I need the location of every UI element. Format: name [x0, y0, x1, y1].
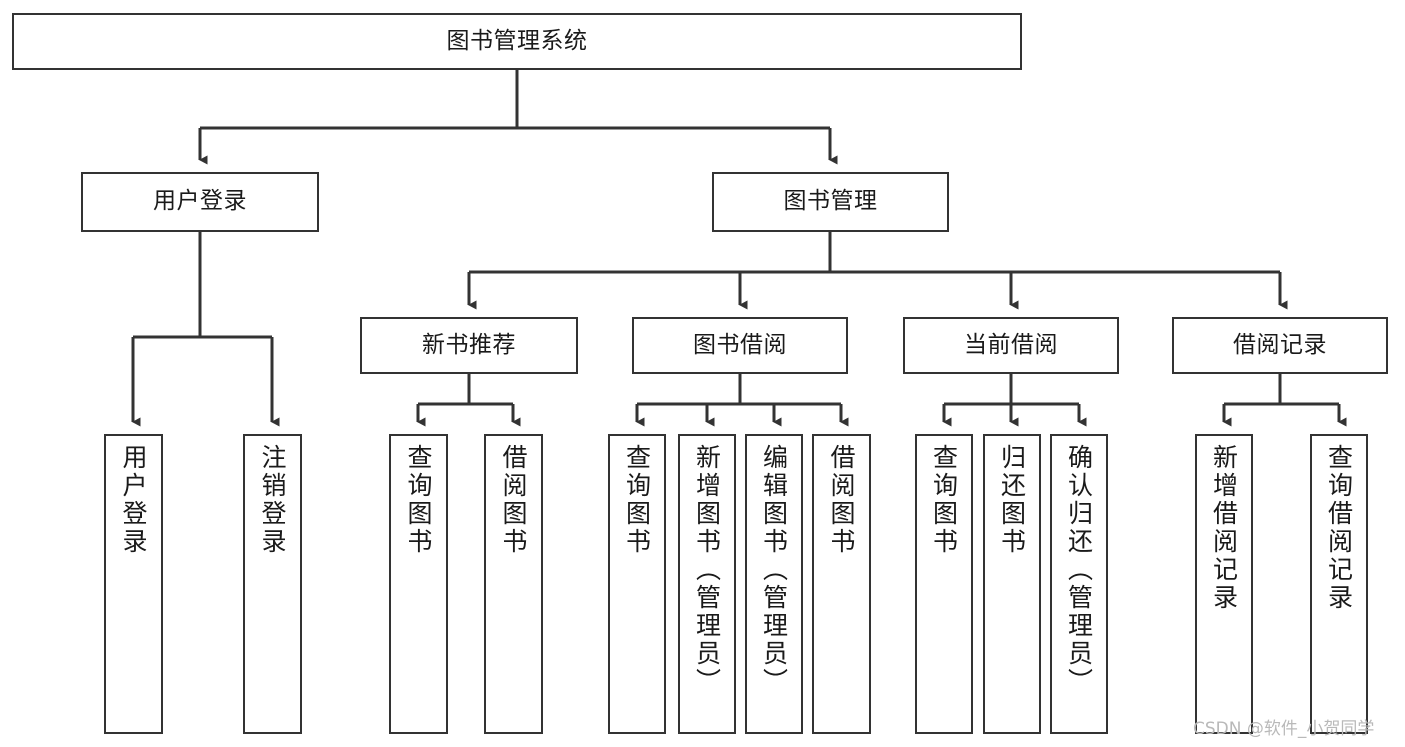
node-current-borrow[interactable]: 当前借阅	[903, 317, 1119, 374]
node-leaf-query-book-3[interactable]: 查询图书	[915, 434, 973, 734]
node-leaf-query-book-1-label: 查询图书	[404, 444, 433, 556]
node-new-book-recommend[interactable]: 新书推荐	[360, 317, 578, 374]
node-leaf-borrow-book-1[interactable]: 借阅图书	[484, 434, 543, 734]
node-leaf-query-book-2-label: 查询图书	[622, 444, 652, 556]
node-leaf-return-book[interactable]: 归还图书	[983, 434, 1041, 734]
node-leaf-logout-label: 注销登录	[258, 444, 287, 556]
node-book-borrow[interactable]: 图书借阅	[632, 317, 848, 374]
node-leaf-confirm-return-admin[interactable]: 确认归还（管理员）	[1050, 434, 1108, 734]
node-new-book-recommend-label: 新书推荐	[422, 331, 516, 358]
node-leaf-edit-book-admin[interactable]: 编辑图书（管理员）	[745, 434, 803, 734]
node-borrow-record[interactable]: 借阅记录	[1172, 317, 1388, 374]
node-leaf-return-book-label: 归还图书	[997, 444, 1027, 556]
node-leaf-edit-book-admin-label: 编辑图书（管理员）	[759, 444, 789, 696]
node-leaf-borrow-book-1-label: 借阅图书	[499, 444, 528, 556]
node-book-manage-label: 图书管理	[783, 188, 878, 215]
node-book-manage[interactable]: 图书管理	[712, 172, 949, 232]
node-leaf-add-borrow-record-label: 新增借阅记录	[1209, 444, 1239, 612]
node-leaf-confirm-return-admin-label: 确认归还（管理员）	[1064, 444, 1094, 696]
node-user-login-label: 用户登录	[153, 188, 247, 215]
node-leaf-logout[interactable]: 注销登录	[243, 434, 302, 734]
node-leaf-query-book-1[interactable]: 查询图书	[389, 434, 448, 734]
node-leaf-user-login[interactable]: 用户登录	[104, 434, 163, 734]
node-leaf-query-book-2[interactable]: 查询图书	[608, 434, 666, 734]
node-leaf-add-borrow-record[interactable]: 新增借阅记录	[1195, 434, 1253, 734]
node-leaf-query-borrow-record-label: 查询借阅记录	[1324, 444, 1354, 612]
node-leaf-borrow-book-2[interactable]: 借阅图书	[812, 434, 871, 734]
node-borrow-record-label: 借阅记录	[1233, 331, 1327, 358]
node-root-label: 图书管理系统	[446, 27, 588, 54]
node-leaf-borrow-book-2-label: 借阅图书	[827, 444, 856, 556]
node-leaf-query-book-3-label: 查询图书	[929, 444, 959, 556]
node-leaf-query-borrow-record[interactable]: 查询借阅记录	[1310, 434, 1368, 734]
node-leaf-add-book-admin[interactable]: 新增图书（管理员）	[678, 434, 736, 734]
node-leaf-add-book-admin-label: 新增图书（管理员）	[692, 444, 722, 696]
node-book-borrow-label: 图书借阅	[693, 331, 787, 358]
csdn-watermark: CSDN @软件_小贺同学	[1193, 714, 1374, 739]
node-root[interactable]: 图书管理系统	[12, 13, 1022, 70]
node-leaf-user-login-label: 用户登录	[119, 444, 148, 556]
csdn-watermark-text: CSDN @软件_小贺同学	[1193, 719, 1375, 739]
node-user-login[interactable]: 用户登录	[81, 172, 319, 232]
node-current-borrow-label: 当前借阅	[964, 331, 1058, 358]
